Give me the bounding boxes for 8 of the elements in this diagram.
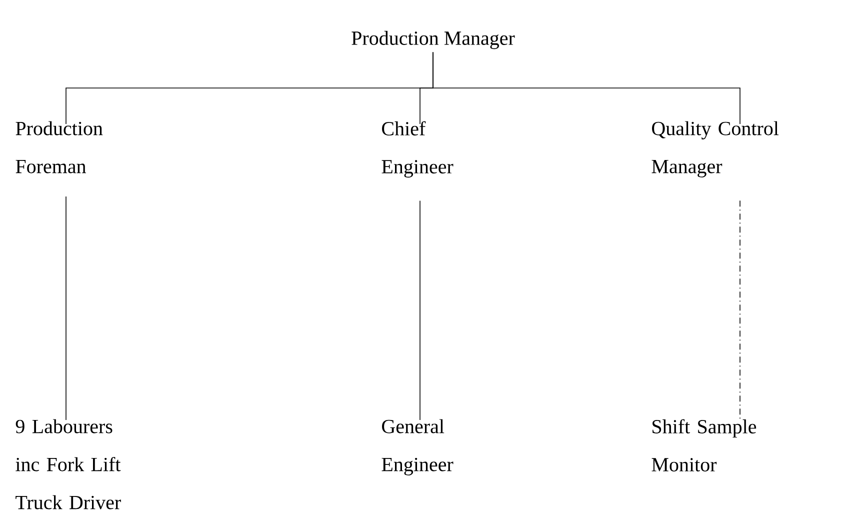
role-label: Quality Control Manager — [652, 121, 779, 178]
role-label: Shift Sample Monitor — [652, 419, 756, 472]
role-label: General Engineer — [382, 419, 454, 476]
role-label: Chief Engineer — [382, 121, 454, 178]
role-label: 9 Labourers inc Fork Lift Truck Driver — [16, 419, 121, 510]
title-text: Production Manager — [352, 30, 515, 50]
connector-line — [432, 52, 740, 124]
role-label: Production Foreman — [16, 121, 103, 174]
